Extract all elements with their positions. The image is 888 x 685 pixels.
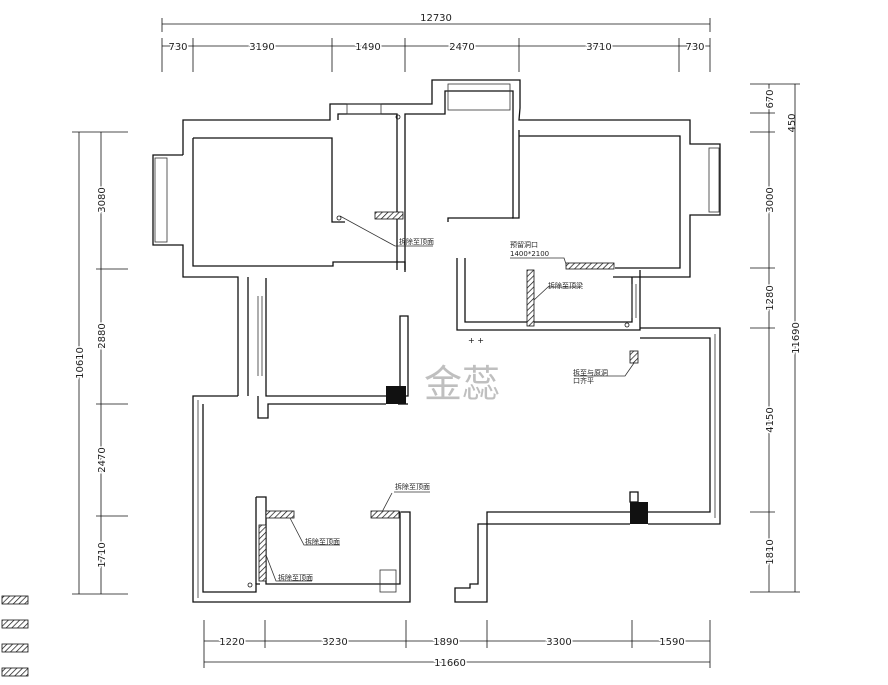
top-dimension-line: 12730 730 3190 1490 2470 3710 730: [161, 13, 711, 72]
dim-bottom-1: 3230: [322, 637, 347, 648]
demolition-walls: [258, 211, 639, 582]
dim-bottom-2: 1890: [433, 637, 458, 648]
dim-right-2: 3000: [765, 187, 776, 212]
note-demolish-a: 拆除至顶面: [395, 482, 430, 491]
dim-right-4: 4150: [765, 407, 776, 432]
dim-right-1: 450: [787, 113, 798, 132]
legend-swatch-2: [1, 619, 29, 629]
dim-bottom-total: 11660: [434, 658, 466, 669]
dim-left-3: 1710: [97, 542, 108, 567]
legend-swatches: [1, 595, 29, 677]
dim-right-5: 1810: [765, 539, 776, 564]
note-demolish-c: 拆除至顶面: [278, 573, 313, 582]
dim-bottom-3: 3300: [546, 637, 571, 648]
note-demolish-top: 拆除至顶面: [399, 237, 434, 246]
bottom-dimension-line: 1220 3230 1890 3300 1590 11660: [203, 620, 711, 671]
svg-text:+ +: + +: [468, 336, 484, 345]
dim-bottom-4: 1590: [659, 637, 684, 648]
structural-columns: [386, 386, 648, 524]
right-dimension-line: 670 450 3000 1280 4150 1810 11690: [750, 83, 804, 593]
note-flush-line1: 拆至与原洞: [573, 368, 608, 377]
dim-left-0: 3080: [97, 187, 108, 212]
dim-top-2: 1490: [355, 42, 380, 53]
legend-swatch-1: [1, 595, 29, 605]
dim-left-1: 2880: [97, 323, 108, 348]
dim-top-1: 3190: [249, 42, 274, 53]
legend-swatch-3: [1, 643, 29, 653]
column-right: [630, 502, 648, 524]
dim-top-3: 2470: [449, 42, 474, 53]
dim-right-total: 11690: [791, 322, 802, 354]
dim-right-3: 1280: [765, 285, 776, 310]
dim-left-2: 2470: [97, 447, 108, 472]
dim-top-5: 730: [685, 42, 704, 53]
watermark: 金蕊: [424, 362, 500, 406]
dim-right-0: 670: [765, 89, 776, 108]
note-flush-line2: 口齐平: [573, 376, 594, 385]
note-demolish-b: 拆除至顶面: [305, 537, 340, 546]
leader-lines: [265, 215, 635, 582]
column-center: [386, 386, 406, 404]
note-opening-size: 1400*2100: [510, 250, 549, 258]
left-dimension-line: 10610 3080 2880 2470 1710: [72, 131, 128, 595]
exterior-walls: [152, 79, 721, 603]
note-demolish-beam: 拆除至顶梁: [548, 281, 583, 290]
dim-top-total: 12730: [420, 13, 452, 24]
legend-swatch-4: [1, 667, 29, 677]
dim-left-total: 10610: [75, 347, 86, 379]
small-marks: + +: [247, 114, 630, 588]
dim-bottom-0: 1220: [219, 637, 244, 648]
window-frames: [154, 83, 720, 598]
dim-top-4: 3710: [586, 42, 611, 53]
dim-top-0: 730: [168, 42, 187, 53]
note-opening-label: 预留洞口: [510, 240, 538, 249]
